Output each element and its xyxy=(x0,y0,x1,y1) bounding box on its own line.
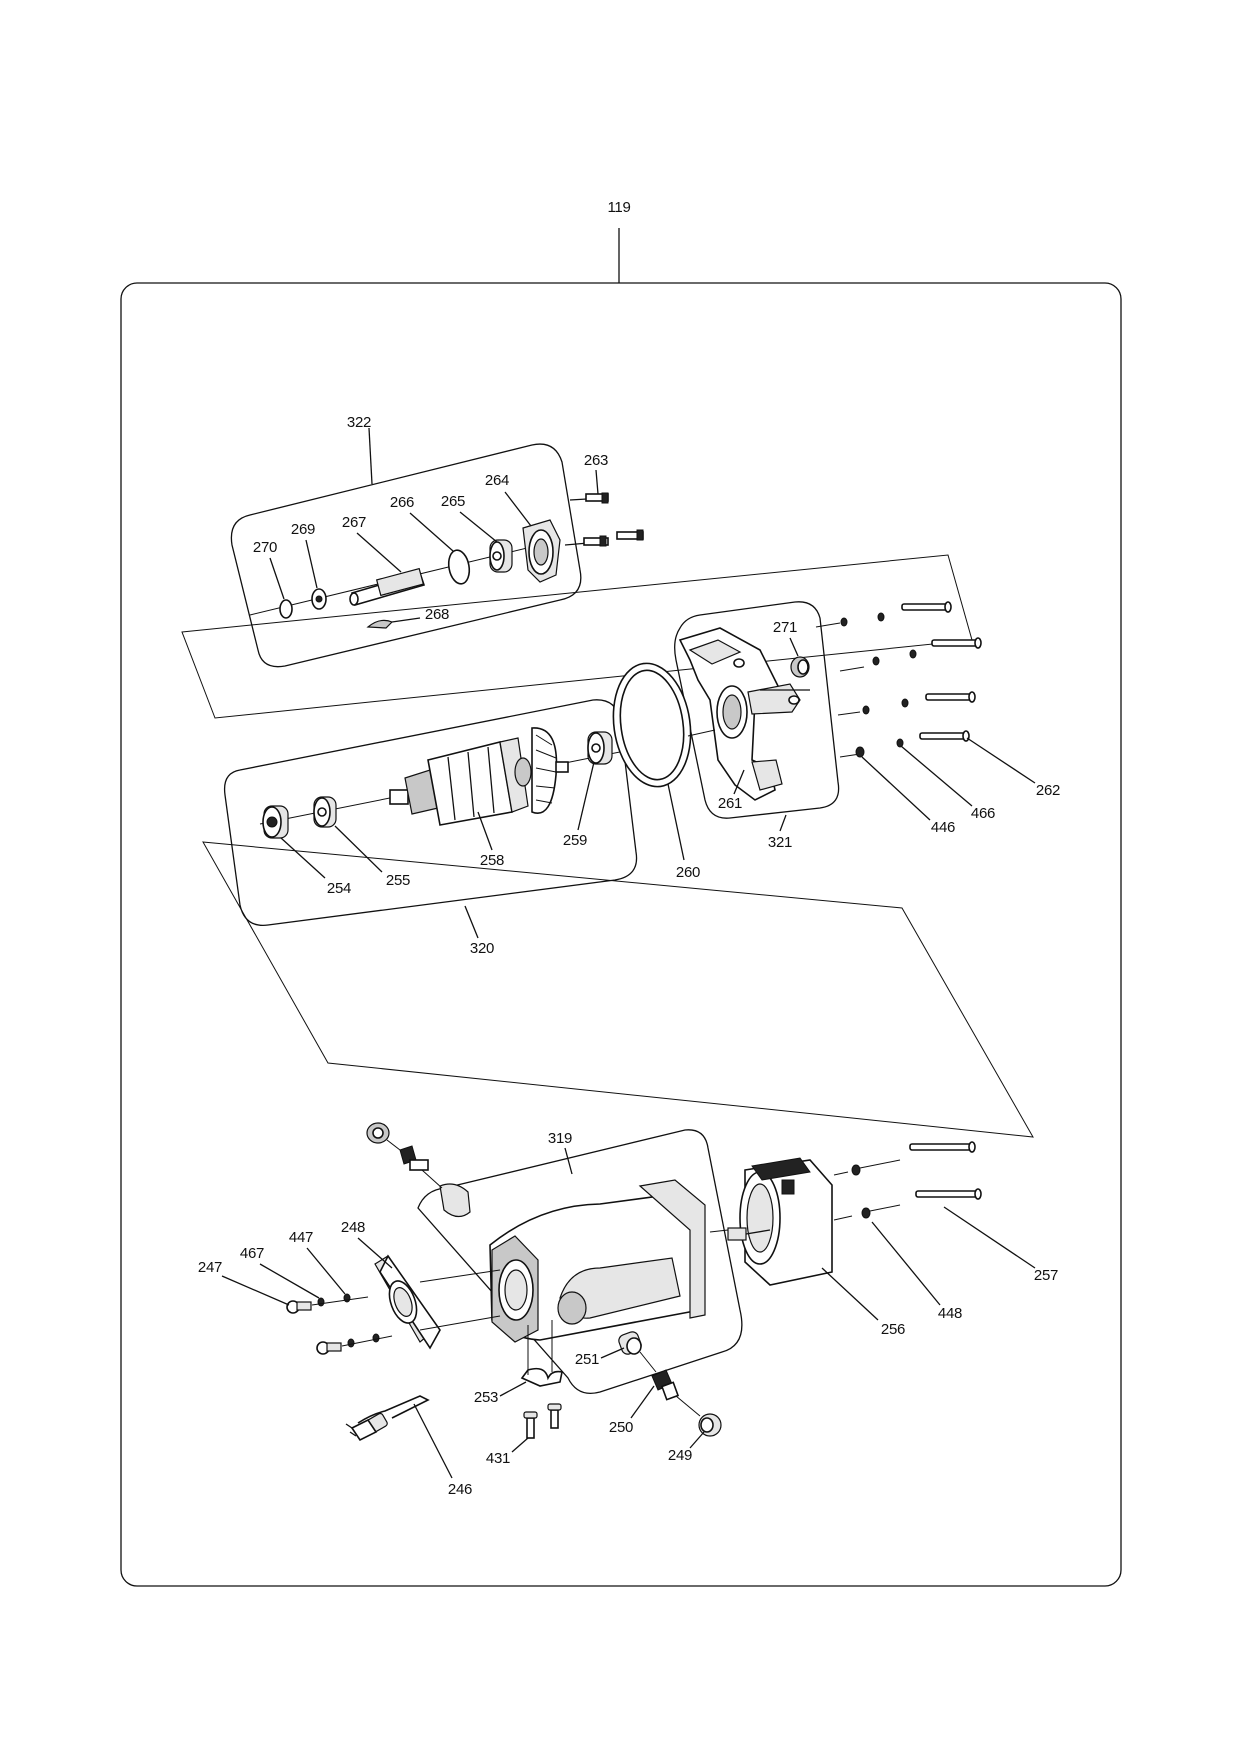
part-255-bearing xyxy=(313,796,337,828)
part-259-bearing xyxy=(587,731,613,765)
part-248-grille xyxy=(374,1254,441,1350)
label-467: 467 xyxy=(240,1245,264,1262)
part-268-key xyxy=(366,619,394,629)
label-321: 321 xyxy=(768,834,792,851)
part-265-bearing xyxy=(489,539,513,573)
label-319: 319 xyxy=(548,1130,572,1147)
label-257: 257 xyxy=(1034,1267,1058,1284)
label-246: 246 xyxy=(448,1481,472,1498)
label-264: 264 xyxy=(485,472,509,489)
label-255: 255 xyxy=(386,872,410,889)
part-262-screws xyxy=(815,601,982,758)
part-447-467-washers xyxy=(317,1293,380,1348)
label-466: 466 xyxy=(971,805,995,822)
part-260-ring xyxy=(612,662,692,788)
part-266-oring xyxy=(447,549,471,585)
label-254: 254 xyxy=(327,880,351,897)
part-257-screws xyxy=(833,1141,982,1221)
part-253-cable-clamp xyxy=(520,1367,563,1387)
label-267: 267 xyxy=(342,514,366,531)
part-261-end-housing xyxy=(678,627,801,801)
part-brush-cap-top xyxy=(366,1122,471,1218)
label-431: 431 xyxy=(486,1450,510,1467)
group-319-outline xyxy=(417,1129,743,1395)
label-446: 446 xyxy=(931,819,955,836)
label-320: 320 xyxy=(470,940,494,957)
label-447: 447 xyxy=(289,1229,313,1246)
part-264-flange xyxy=(522,519,561,583)
label-266: 266 xyxy=(390,494,414,511)
part-258-armature xyxy=(389,727,569,826)
label-119: 119 xyxy=(607,199,630,216)
part-446-466-washers xyxy=(840,612,917,758)
lower-plane xyxy=(202,841,1034,1138)
part-251-brush-holder xyxy=(618,1331,642,1355)
part-263-screws xyxy=(564,492,644,547)
label-262: 262 xyxy=(1036,782,1060,799)
label-256: 256 xyxy=(881,1321,905,1338)
label-250: 250 xyxy=(609,1419,633,1436)
part-448-washers xyxy=(851,1164,871,1219)
group-322-outline xyxy=(230,443,582,668)
group-321-outline xyxy=(674,601,840,819)
part-270-ring xyxy=(279,599,293,619)
label-258: 258 xyxy=(480,852,504,869)
part-267-shaft xyxy=(349,567,426,606)
label-270: 270 xyxy=(253,539,277,556)
label-265: 265 xyxy=(441,493,465,510)
part-249-cap xyxy=(698,1413,722,1437)
label-247: 247 xyxy=(198,1259,222,1276)
part-247-screws xyxy=(286,1300,342,1355)
part-256-stator xyxy=(727,1157,833,1286)
label-263: 263 xyxy=(584,452,608,469)
upper-plane xyxy=(181,554,973,719)
part-250-brush xyxy=(651,1369,680,1401)
label-269: 269 xyxy=(291,521,315,538)
part-431-screws xyxy=(523,1403,562,1439)
label-251: 251 xyxy=(575,1351,599,1368)
assembly-frame xyxy=(120,282,1122,1587)
label-260: 260 xyxy=(676,864,700,881)
part-254-bearing xyxy=(262,805,289,839)
label-253: 253 xyxy=(474,1389,498,1406)
part-motor-housing xyxy=(489,1179,706,1343)
label-249: 249 xyxy=(668,1447,692,1464)
label-448: 448 xyxy=(938,1305,962,1322)
part-246-power-cord xyxy=(345,1395,430,1442)
label-261: 261 xyxy=(718,795,742,812)
label-271: 271 xyxy=(773,619,797,636)
label-268: 268 xyxy=(425,606,449,623)
part-271-bushing xyxy=(790,656,810,678)
label-248: 248 xyxy=(341,1219,365,1236)
label-322: 322 xyxy=(347,414,371,431)
label-259: 259 xyxy=(563,832,587,849)
